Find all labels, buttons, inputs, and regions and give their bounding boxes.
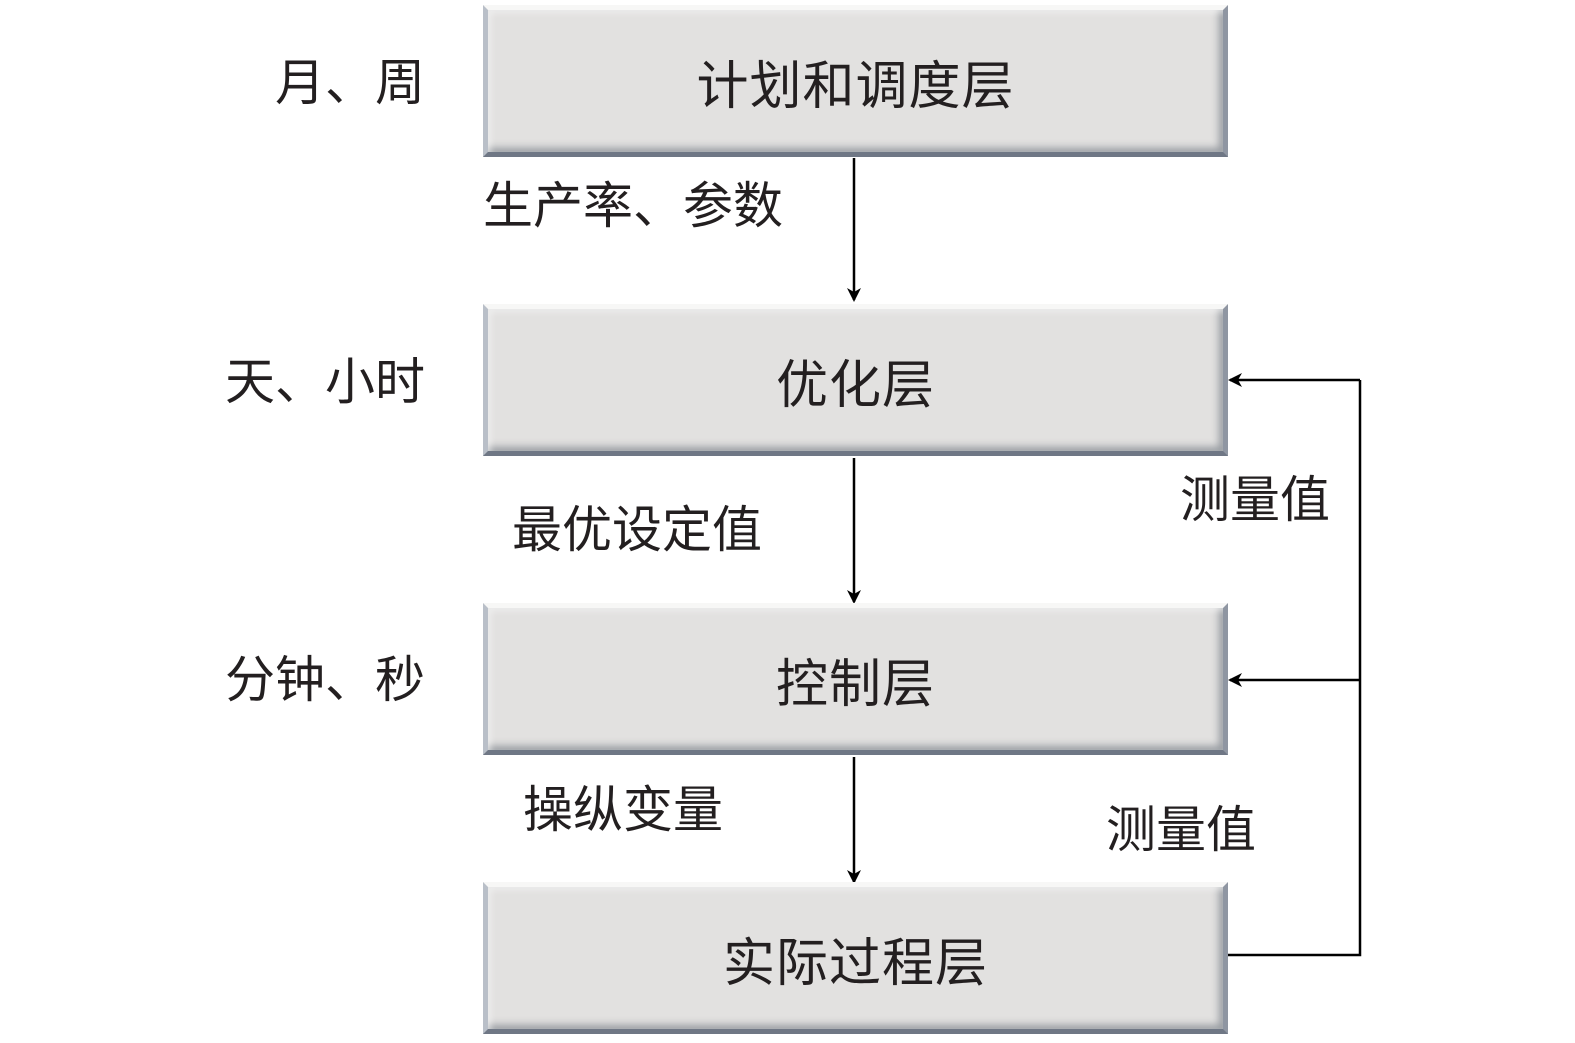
control-layer-label: 控制层 [775,654,935,715]
flow-label-production-rate: 生产率、参数 [483,177,783,235]
flow-label-optimal-setpoint: 最优设定值 [512,501,762,559]
time-scale-control: 分钟、秒 [225,651,425,709]
optimization-layer-label: 优化层 [775,355,935,416]
flow-label-manipulated-variable: 操纵变量 [523,781,723,839]
optimization-layer-box: 优化层 [483,304,1228,456]
feedback-line [1228,380,1362,957]
time-scale-planning: 月、周 [275,54,425,112]
flow-label-measurement-lower: 测量值 [1106,801,1256,859]
flow-label-measurement-upper: 测量值 [1180,471,1330,529]
planning-layer-box: 计划和调度层 [483,5,1228,157]
process-layer-label: 实际过程层 [722,933,988,994]
planning-layer-label: 计划和调度层 [696,56,1015,117]
time-scale-optimization: 天、小时 [225,353,425,411]
control-layer-box: 控制层 [483,603,1228,755]
process-layer-box: 实际过程层 [483,882,1228,1034]
